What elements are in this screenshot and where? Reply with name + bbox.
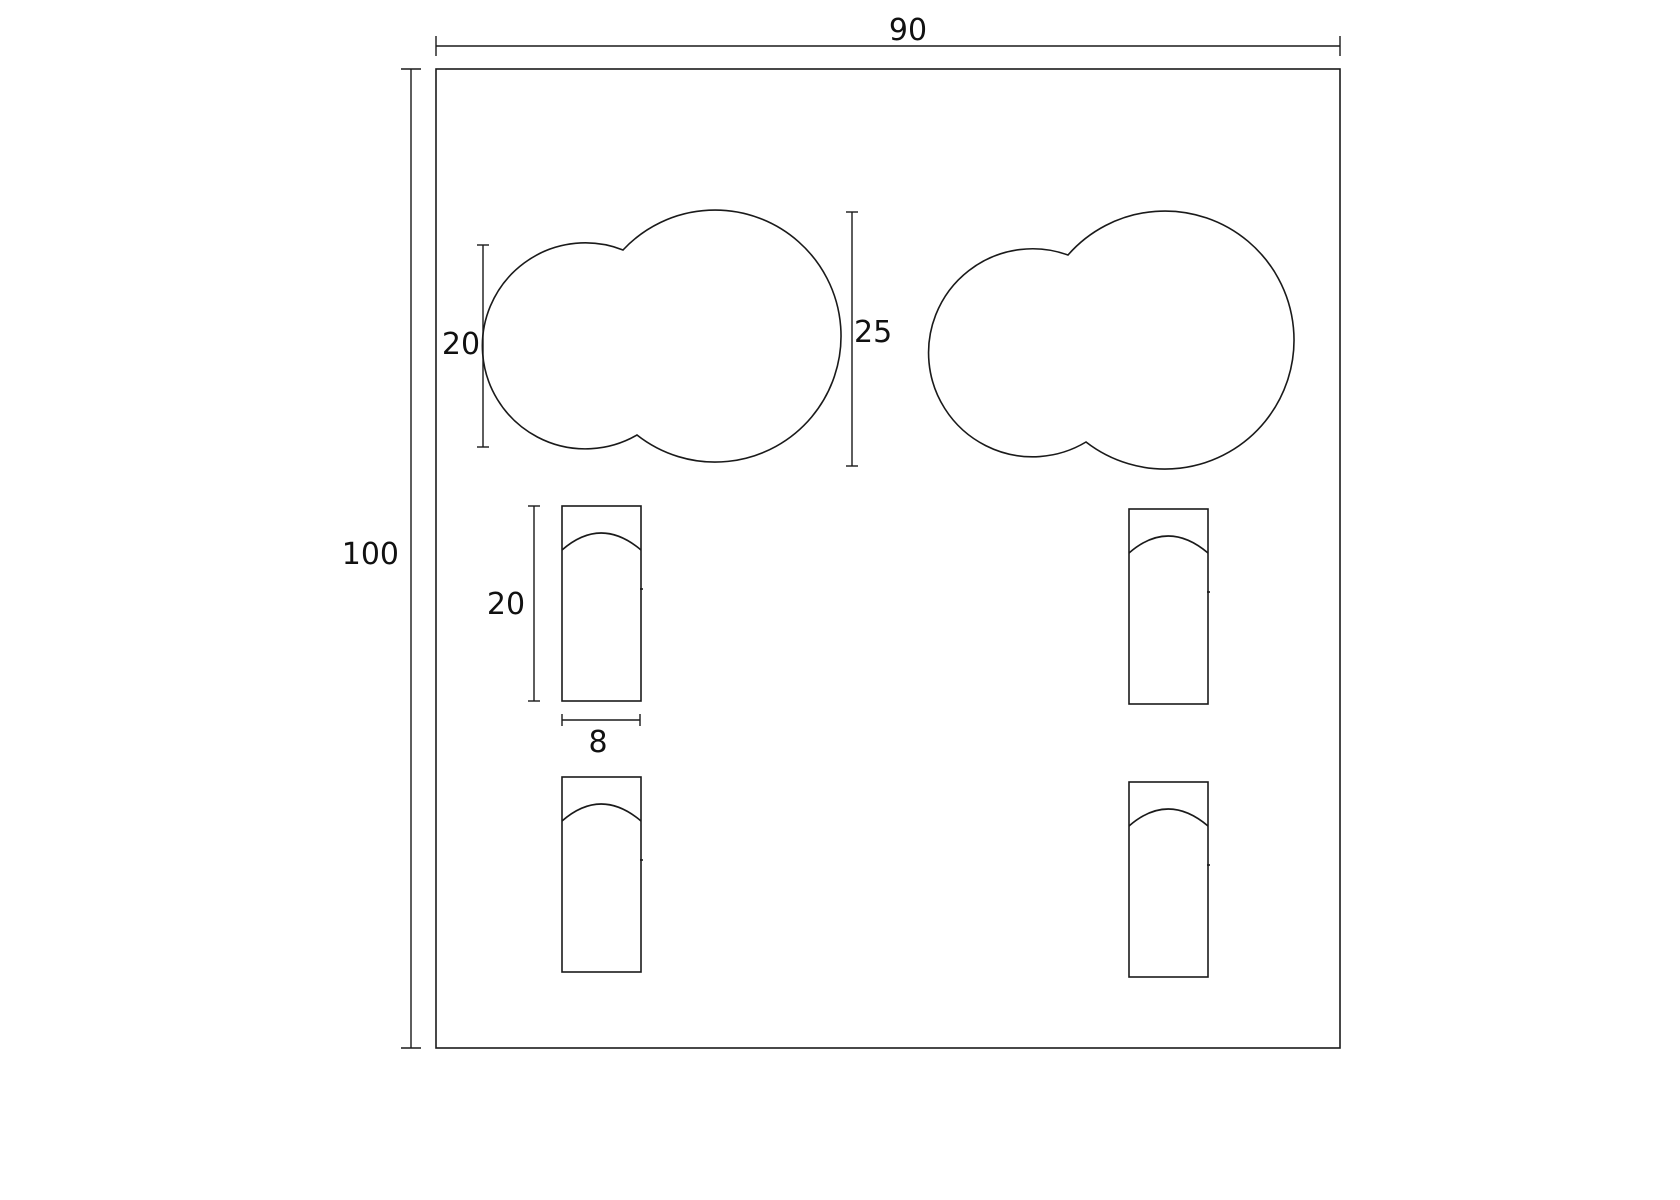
cloud-shape-right <box>927 210 1295 470</box>
cloud-left-height-label: 20 <box>442 327 480 362</box>
piece-width-dimension: 8 <box>561 714 641 760</box>
piece-height-label: 20 <box>487 587 525 622</box>
rectangular-piece-bottom-right <box>1128 781 1210 978</box>
piece-width-label: 8 <box>588 725 607 760</box>
overall-width-label: 90 <box>889 13 927 48</box>
cloud-right-height-label: 25 <box>854 315 892 350</box>
piece-height-dimension: 20 <box>487 505 540 702</box>
cloud-left-height-dimension: 20 <box>442 244 489 448</box>
overall-height-dimension: 100 <box>342 68 421 1049</box>
rectangular-piece-top-right <box>1128 508 1210 705</box>
rectangular-piece-bottom-left <box>561 776 643 973</box>
cloud-shape-left <box>481 209 842 463</box>
cloud-right-height-dimension: 25 <box>846 211 892 467</box>
overall-height-label: 100 <box>342 537 399 572</box>
main-panel-outline <box>435 68 1341 1049</box>
overall-width-dimension: 90 <box>435 13 1341 56</box>
rectangular-piece-top-left <box>561 505 643 702</box>
